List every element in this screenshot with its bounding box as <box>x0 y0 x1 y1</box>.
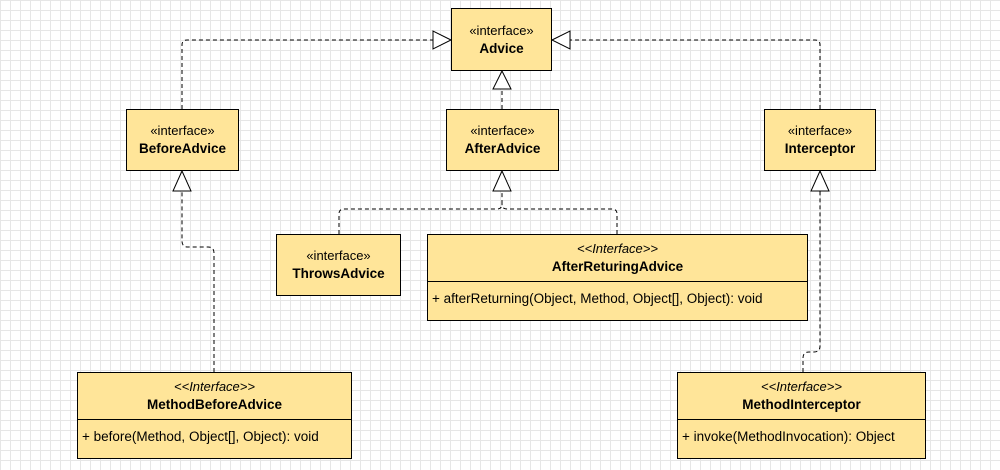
beforeadvice-interface-box[interactable]: «interface» BeforeAdvice <box>126 109 239 171</box>
arrowhead-advice-bottom <box>492 69 512 90</box>
edge-methodinterceptor-to-interceptor <box>802 191 821 372</box>
stereotype-label: <<Interface>> <box>577 241 658 256</box>
operation-row: + invoke(MethodInvocation): Object <box>682 429 895 444</box>
class-name: AfterReturingAdvice <box>551 259 684 274</box>
operation-row: + afterReturning(Object, Method, Object[… <box>432 291 763 306</box>
stereotype-label: «interface» <box>470 123 535 138</box>
interface-name: Advice <box>479 40 524 56</box>
compartment-divider <box>678 419 925 420</box>
afterreturingadvice-class-box[interactable]: <<Interface>> AfterReturingAdvice + afte… <box>427 234 808 321</box>
interface-name: AfterAdvice <box>464 141 541 156</box>
interceptor-interface-box[interactable]: «interface» Interceptor <box>764 109 876 171</box>
class-name: MethodBeforeAdvice <box>146 397 283 412</box>
edge-afterreturing-to-afteradvice <box>501 203 618 234</box>
arrowhead-interceptor <box>810 169 830 192</box>
afteradvice-interface-box[interactable]: «interface» AfterAdvice <box>446 109 559 171</box>
methodbeforeadvice-class-box[interactable]: <<Interface>> MethodBeforeAdvice + befor… <box>77 372 352 459</box>
edge-throwsadvice-to-afteradvice <box>338 191 503 234</box>
edge-methodbefore-to-beforeadvice <box>181 191 215 372</box>
stereotype-label: «interface» <box>150 123 215 138</box>
throwsadvice-interface-box[interactable]: «interface» ThrowsAdvice <box>276 234 401 296</box>
class-name: MethodInterceptor <box>742 397 861 412</box>
class-header: <<Interface>> AfterReturingAdvice <box>428 235 807 281</box>
class-header: <<Interface>> MethodInterceptor <box>678 373 925 419</box>
stereotype-label: «interface» <box>469 22 534 38</box>
compartment-divider <box>78 419 351 420</box>
arrowhead-afteradvice <box>492 169 512 192</box>
methodinterceptor-class-box[interactable]: <<Interface>> MethodInterceptor + invoke… <box>677 372 926 459</box>
edge-interceptor-to-advice <box>570 39 821 109</box>
stereotype-label: «interface» <box>787 123 853 138</box>
interface-name: ThrowsAdvice <box>292 266 385 281</box>
arrowhead-beforeadvice <box>172 169 192 192</box>
advice-interface-box[interactable]: «interface» Advice <box>451 8 552 71</box>
arrowhead-advice-left <box>432 30 453 50</box>
interface-name: Interceptor <box>784 141 856 156</box>
arrowhead-advice-right <box>550 30 571 50</box>
operation-row: + before(Method, Object[], Object): void <box>82 429 319 444</box>
interface-name: BeforeAdvice <box>138 141 227 156</box>
stereotype-label: <<Interface>> <box>761 379 842 394</box>
compartment-divider <box>428 281 807 282</box>
edge-beforeadvice-to-advice <box>181 39 433 109</box>
stereotype-label: <<Interface>> <box>174 379 255 394</box>
stereotype-label: «interface» <box>306 248 371 263</box>
class-header: <<Interface>> MethodBeforeAdvice <box>78 373 351 419</box>
